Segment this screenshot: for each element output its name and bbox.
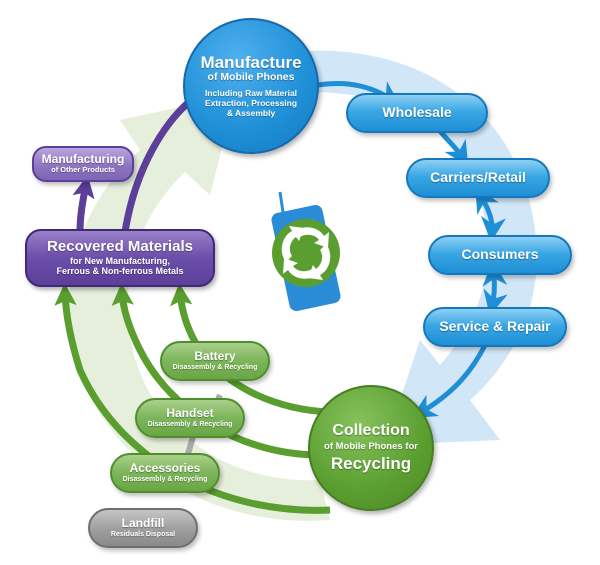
carriers-retail-label: Carriers/Retail (430, 169, 526, 186)
manufacture-title: Manufacture (200, 52, 302, 72)
collection-node: Collection of Mobile Phones for Recyclin… (308, 385, 434, 511)
recovered-materials-sub-2: Ferrous & Non-ferrous Metals (56, 266, 184, 277)
battery-label: Battery (194, 349, 236, 364)
manufacture-detail-1: Including Raw Material (204, 87, 298, 98)
manufacture-detail-2: Extraction, Processing (204, 97, 298, 108)
manufacture-node: Manufacture of Mobile Phones Including R… (183, 18, 319, 154)
arrow-handset-path (111, 283, 321, 459)
consumers-label: Consumers (461, 246, 539, 263)
phone-recycle-icon (271, 191, 341, 312)
manufacturing-other-node: Manufacturing of Other Products (32, 146, 134, 182)
accessories-node: Accessories Disassembly & Recycling (110, 453, 220, 493)
handset-sublabel: Disassembly & Recycling (147, 420, 233, 428)
collection-title: Collection (332, 422, 410, 440)
handset-label: Handset (166, 406, 214, 421)
manufacture-subtitle: of Mobile Phones (207, 71, 295, 84)
battery-node: Battery Disassembly & Recycling (160, 341, 270, 381)
accessories-sublabel: Disassembly & Recycling (122, 475, 208, 483)
manufacture-detail-3: & Assembly (226, 107, 276, 118)
landfill-node: Landfill Residuals Disposal (88, 508, 198, 548)
carriers-retail-node: Carriers/Retail (406, 158, 550, 198)
landfill-sublabel: Residuals Disposal (110, 530, 176, 538)
recovered-materials-title: Recovered Materials (47, 238, 193, 256)
arrow-carriers-consumers (475, 187, 506, 242)
recovered-materials-sub-1: for New Manufacturing, (69, 255, 170, 266)
arrow-service-to-collection (411, 343, 488, 419)
service-repair-label: Service & Repair (439, 318, 551, 335)
manufacturing-other-title: Manufacturing (41, 152, 125, 167)
arrow-accessories-path (54, 283, 331, 514)
landfill-label: Landfill (121, 516, 165, 531)
manufacturing-other-sub: of Other Products (51, 165, 115, 175)
wholesale-label: Wholesale (382, 104, 452, 121)
accessories-label: Accessories (129, 461, 201, 476)
collection-subtitle: of Mobile Phones for (324, 440, 418, 452)
handset-node: Handset Disassembly & Recycling (135, 398, 245, 438)
arrow-recovered-to-other (72, 175, 95, 233)
recovered-materials-node: Recovered Materials for New Manufacturin… (25, 229, 215, 287)
collection-title-2: Recycling (330, 453, 412, 473)
arrow-consumers-service (482, 261, 508, 316)
service-repair-node: Service & Repair (423, 307, 567, 347)
consumers-node: Consumers (428, 235, 572, 275)
battery-sublabel: Disassembly & Recycling (172, 363, 258, 371)
arrow-wholesale-to-carriers (438, 129, 469, 167)
wholesale-node: Wholesale (346, 93, 488, 133)
